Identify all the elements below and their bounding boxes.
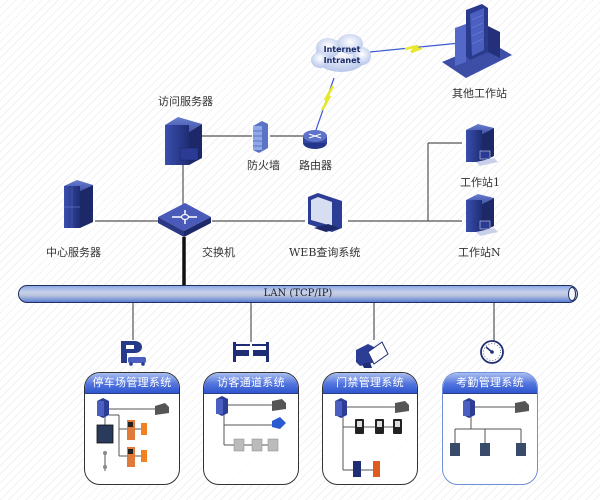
cloud-label-intranet: Intranet [324, 56, 361, 65]
label-workstation-1: 工作站1 [460, 176, 500, 189]
ticket-machine-icon [96, 424, 114, 444]
workstation-n-icon [466, 194, 498, 236]
subsystem-parking: 停车场管理系统 [84, 372, 180, 485]
card-reader-icon [272, 399, 286, 411]
label-switch: 交换机 [202, 246, 235, 259]
turnstile-icon [233, 438, 279, 452]
controller-icon [335, 398, 347, 418]
visitor-subsystem-devices [216, 396, 286, 452]
subsystem-visitor-passage: 访客通道系统 [203, 372, 299, 485]
web-monitor-icon [308, 193, 342, 232]
lan-bus: LAN (TCP/IP) [18, 285, 578, 303]
central-server-icon [64, 180, 93, 228]
turnstile-gate-icon [233, 342, 269, 362]
cloud-label-internet: Internet [324, 45, 361, 54]
label-web-query: WEB查询系统 [289, 246, 361, 259]
label-access-server: 访问服务器 [158, 95, 213, 108]
internet-cloud-icon: Internet Intranet [311, 34, 371, 72]
clock-icon [480, 340, 504, 364]
label-router: 路由器 [299, 159, 332, 172]
controller-icon [463, 398, 475, 418]
door-reader-icon [355, 419, 402, 434]
card-reader-icon [155, 403, 169, 415]
barrier-post-icon [127, 420, 135, 467]
label-other-workstation: 其他工作站 [452, 87, 507, 100]
visitor-scanner-icon [272, 417, 286, 429]
label-firewall: 防火墙 [247, 159, 280, 172]
network-switch-icon [158, 203, 211, 237]
keypad-reader-icon [353, 461, 361, 477]
office-building-icon [442, 4, 512, 78]
connection-lines [95, 135, 495, 342]
card-reader-icon [395, 401, 409, 413]
barrier-gate-icon [141, 423, 147, 462]
parking-subsystem-devices [96, 398, 169, 471]
subsystem-access-control: 门禁管理系统 [322, 372, 418, 485]
label-central-server: 中心服务器 [46, 246, 101, 259]
controller-icon [216, 396, 228, 416]
controller-icon [97, 398, 109, 418]
wireless-link-building [369, 42, 461, 54]
access-subsystem-devices [335, 398, 409, 477]
subsystem-title: 访客通道系统 [204, 373, 298, 394]
workstation-1-icon [466, 124, 498, 166]
card-reader-icon [515, 401, 529, 413]
label-workstation-n: 工作站N [458, 246, 501, 259]
access-server-icon [165, 117, 202, 165]
lan-bus-end-cap [568, 287, 576, 301]
exit-button-icon [373, 461, 380, 477]
lan-label: LAN (TCP/IP) [263, 288, 333, 299]
attendance-subsystem-devices [450, 398, 529, 456]
subsystem-title: 停车场管理系统 [85, 373, 179, 394]
vehicle-sensor-icon [103, 451, 107, 469]
access-card-icon [356, 341, 389, 368]
firewall-icon [253, 121, 268, 153]
wireless-link-router [315, 77, 335, 131]
subsystem-title: 考勤管理系统 [443, 373, 537, 394]
subsystem-attendance: 考勤管理系统 [442, 372, 538, 485]
router-icon [303, 130, 327, 149]
subsystem-title: 门禁管理系统 [323, 373, 417, 394]
parking-icon [121, 341, 146, 366]
attendance-terminal-icon [450, 443, 526, 456]
